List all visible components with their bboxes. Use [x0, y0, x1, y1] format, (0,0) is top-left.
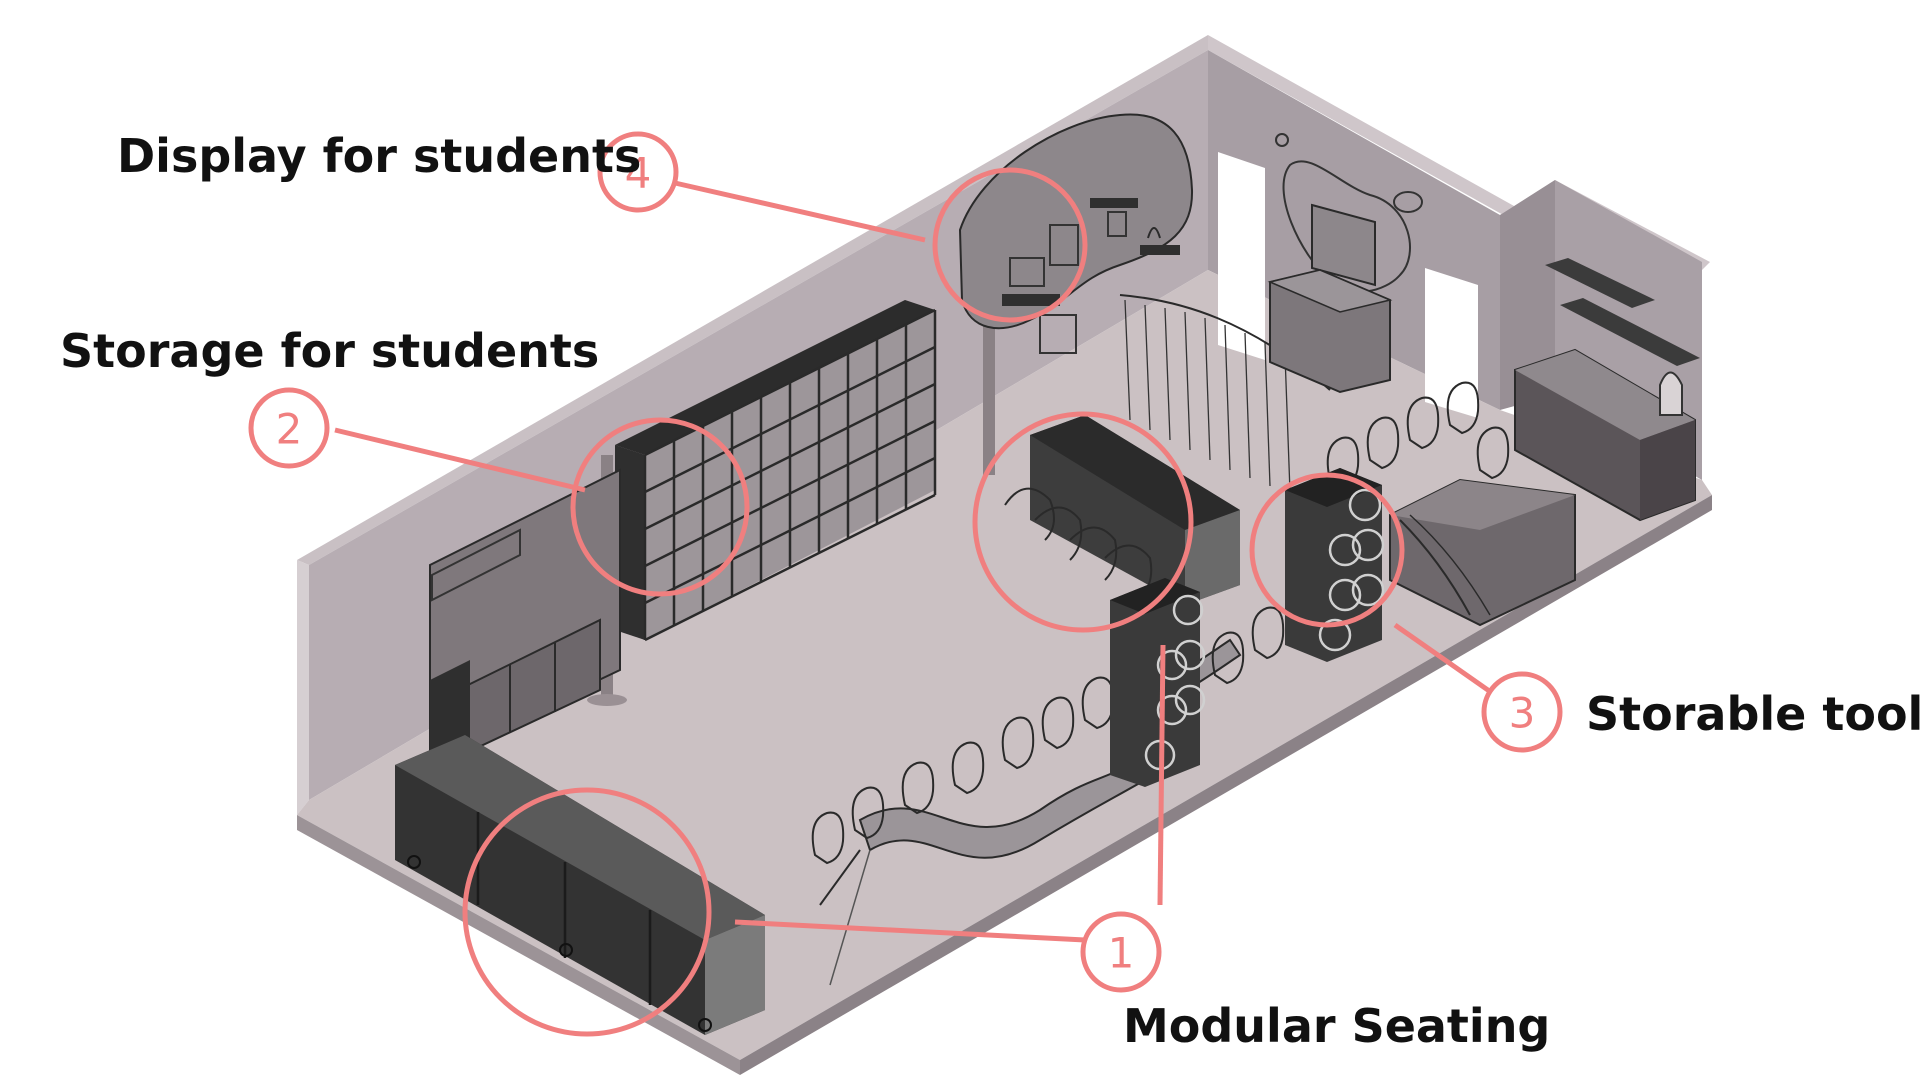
marker-4: 4: [597, 131, 679, 213]
leader-line-1b: [1157, 644, 1166, 906]
marker-2-number: 2: [276, 405, 303, 454]
annex-kitchenette: [1514, 258, 1700, 522]
left-end-wall: [297, 560, 309, 815]
marker-2: 2: [248, 387, 330, 469]
marker-3: 3: [1481, 671, 1563, 753]
right-wall-art: [1267, 133, 1423, 394]
tool-storage-tower-front: [1110, 578, 1206, 787]
highlight-circle-tools: [1249, 472, 1405, 628]
callout-leaders: [334, 180, 1497, 943]
highlight-circle-center-seating: [972, 411, 1194, 633]
marker-1: 1: [1080, 911, 1162, 993]
marker-4-number: 4: [625, 149, 652, 198]
leader-line-4: [674, 180, 926, 243]
leader-line-1a: [734, 919, 1086, 943]
highlight-circle-display: [932, 167, 1088, 323]
leader-line-3: [1393, 622, 1497, 698]
label-display-for-students: Display for students: [117, 129, 641, 183]
label-storable-tools: Storable tools: [1586, 687, 1920, 741]
highlight-circle-storage: [570, 417, 750, 597]
label-storage-for-students: Storage for students: [60, 324, 599, 378]
front-bench-seating: [395, 735, 765, 1035]
storage-shelving-unit: [615, 300, 937, 642]
tool-storage-tower-back: [1285, 468, 1385, 662]
highlight-circles: [462, 167, 1405, 1037]
highlight-circle-front-bench: [462, 787, 712, 1037]
marker-3-number: 3: [1509, 689, 1536, 738]
leader-line-2: [334, 427, 586, 493]
label-modular-seating: Modular Seating: [1123, 999, 1550, 1053]
marker-1-number: 1: [1108, 929, 1135, 978]
display-wall: [958, 113, 1331, 493]
service-counter: [1389, 478, 1576, 627]
